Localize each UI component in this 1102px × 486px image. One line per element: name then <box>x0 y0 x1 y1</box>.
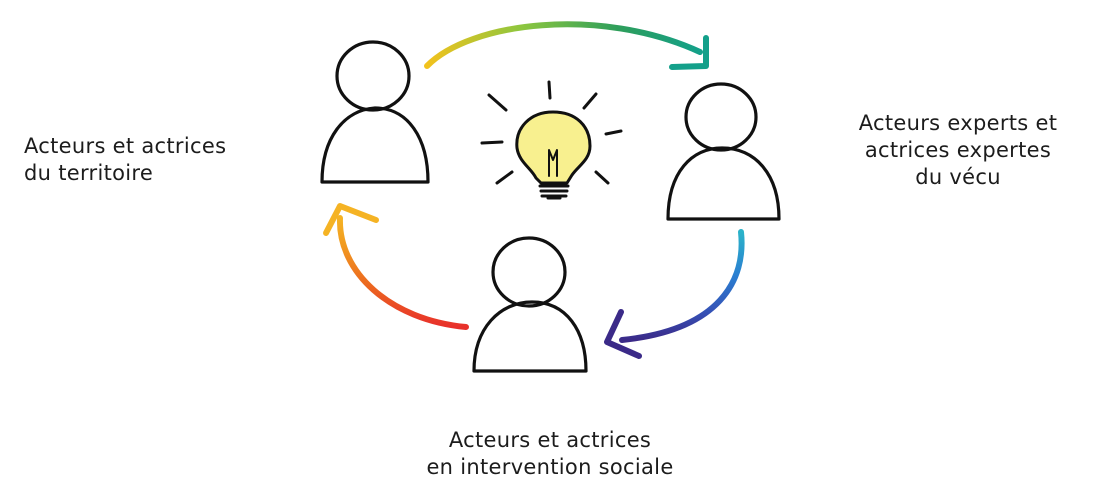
label-social-intervention-line1: Acteurs et actrices <box>448 428 652 452</box>
label-lived-experience: Acteurs experts et actrices expertes du … <box>838 110 1078 191</box>
label-lived-experience-line1: Acteurs experts et <box>858 111 1058 135</box>
cycle-arrow-icon <box>323 203 469 330</box>
label-lived-experience-line3: du vécu <box>915 165 1001 189</box>
cycle-arrow-icon <box>604 229 745 359</box>
label-social-intervention-line2: en intervention sociale <box>426 455 674 479</box>
label-territory-line2: du territoire <box>24 161 154 185</box>
label-lived-experience-line2: actrices expertes <box>864 138 1052 162</box>
person-icon <box>320 40 430 184</box>
lightbulb-icon <box>480 80 623 200</box>
label-social-intervention: Acteurs et actrices en intervention soci… <box>400 427 700 481</box>
person-icon <box>666 82 781 221</box>
label-territory: Acteurs et actrices du territoire <box>24 133 226 187</box>
cycle-arrow-icon <box>424 21 709 70</box>
label-territory-line1: Acteurs et actrices <box>24 134 227 158</box>
person-icon <box>472 236 588 373</box>
